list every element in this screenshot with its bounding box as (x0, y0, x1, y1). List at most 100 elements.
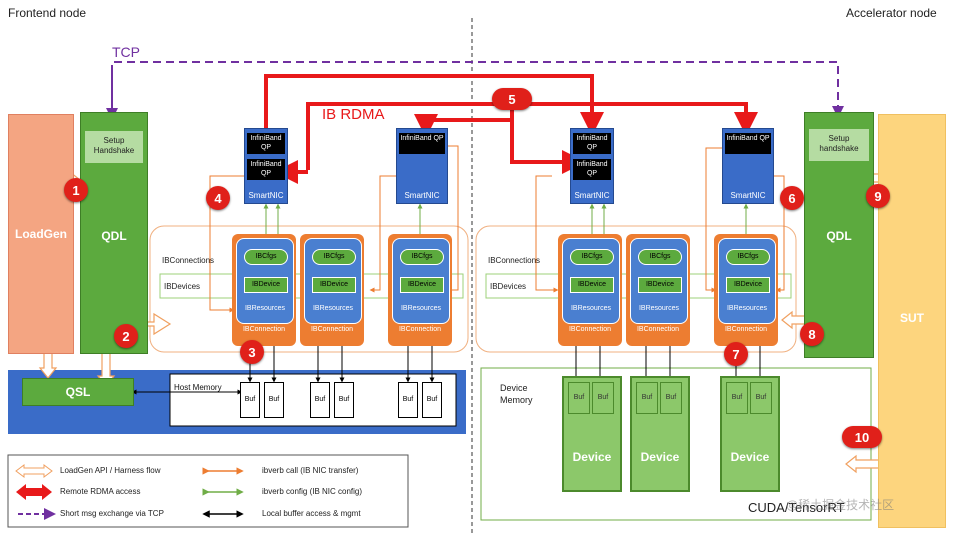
step-badge-8: 8 (800, 322, 824, 346)
step-badge-4: 4 (206, 186, 230, 210)
ibdevice: IBDevice (312, 277, 356, 293)
left-qp-1a: InfiniBand QP (247, 133, 285, 154)
tcp-path (111, 61, 844, 118)
ibverb-right-1 (535, 175, 559, 293)
left-smartnic-1-label: SmartNIC (248, 191, 284, 200)
device-label: Device (730, 450, 770, 464)
device-label: Device (572, 450, 612, 464)
ib-rdma-label: IB RDMA (322, 106, 385, 123)
right-smartnic-1: InfiniBand QP InfiniBand QP SmartNIC (570, 128, 614, 204)
device-label: Device (640, 450, 680, 464)
ibresources: IBResources (244, 305, 286, 312)
ibverb-right-3 (705, 147, 722, 293)
ibresources: IBResources (638, 305, 680, 312)
left-smartnic-2-label: SmartNIC (404, 191, 440, 200)
right-ibdevices-label: IBDevices (490, 282, 527, 291)
right-qdl-block: Setup handshake QDL (804, 112, 874, 358)
ibresources: IBResources (726, 305, 768, 312)
device-buf: Buf (592, 382, 614, 414)
right-ibconnections-frame (475, 225, 797, 353)
device-buf: Buf (726, 382, 748, 414)
legend-ibverb-call: ibverb call (IB NIC transfer) (262, 466, 359, 475)
ibcfgs: IBCfgs (400, 249, 444, 265)
device-buf: Buf (636, 382, 658, 414)
left-qdl-label: QDL (101, 229, 127, 243)
left-smartnic-2: InfiniBand QP SmartNIC (396, 128, 448, 204)
ibconnection-label: IBConnection (636, 326, 680, 333)
ibcfgs: IBCfgs (638, 249, 682, 265)
ibverb-right-2 (774, 175, 785, 293)
right-smartnic-2: InfiniBand QP SmartNIC (722, 128, 774, 204)
ibcfgs: IBCfgs (244, 249, 288, 265)
ibdevice: IBDevice (570, 277, 614, 293)
right-smartnic-2-label: SmartNIC (730, 191, 766, 200)
frontend-node-label: Frontend node (8, 6, 87, 20)
device-1: Buf Buf Device (562, 376, 622, 492)
step-badge-1: 1 (64, 178, 88, 202)
loadgen-label: LoadGen (14, 227, 67, 241)
ibcfgs: IBCfgs (312, 249, 356, 265)
ibconnection-label: IBConnection (398, 326, 442, 333)
ibresources: IBResources (312, 305, 354, 312)
ibconnection-label: IBConnection (310, 326, 354, 333)
cuda-tensorrt-label: CUDA/TensorRT (748, 500, 845, 515)
device-2: Buf Buf Device (630, 376, 690, 492)
device-3: Buf Buf Device (720, 376, 780, 492)
step-badge-5: 5 (492, 88, 532, 110)
legend-local-buffer: Local buffer access & mgmt (262, 509, 361, 518)
ibdevice: IBDevice (400, 277, 444, 293)
host-buf: Buf (240, 382, 260, 418)
ibconnection-label: IBConnection (568, 326, 612, 333)
ibverb-left-2 (443, 145, 459, 293)
right-setup-handshake: Setup handshake (809, 129, 869, 161)
left-smartnic-1: InfiniBand QP InfiniBand QP SmartNIC (244, 128, 288, 204)
rdma-path-a (264, 74, 604, 136)
step-badge-10: 10 (842, 426, 882, 448)
legend-short-msg: Short msg exchange via TCP (60, 509, 164, 518)
ibconnection-label: IBConnection (724, 326, 768, 333)
ibdevice: IBDevice (726, 277, 770, 293)
step-badge-7: 7 (724, 342, 748, 366)
rdma-path-d (510, 104, 586, 174)
qsl-block: QSL (22, 378, 134, 406)
step-badge-3: 3 (240, 340, 264, 364)
loadgen-block: LoadGen (8, 114, 74, 354)
step-badge-2: 2 (114, 324, 138, 348)
left-ibconnections-frame (149, 225, 469, 353)
ibdevice: IBDevice (244, 277, 288, 293)
right-qp-2: InfiniBand QP (725, 133, 771, 154)
host-buf: Buf (264, 382, 284, 418)
ibresources: IBResources (400, 305, 442, 312)
watermark: @稀土掘金技术社区 (786, 498, 895, 512)
legend-loadgen-api: LoadGen API / Harness flow (60, 466, 161, 475)
host-buf: Buf (310, 382, 330, 418)
left-ibconnections-label: IBConnections (162, 256, 215, 265)
step-badge-6: 6 (780, 186, 804, 210)
legend-ibverb-config: ibverb config (IB NIC config) (262, 487, 363, 496)
ibcfgs: IBCfgs (570, 249, 614, 265)
accelerator-node-label: Accelerator node (846, 6, 937, 20)
legend-remote-rdma: Remote RDMA access (60, 487, 141, 496)
device-buf: Buf (750, 382, 772, 414)
right-qdl-label: QDL (826, 229, 852, 243)
device-buf: Buf (660, 382, 682, 414)
device-memory-label: Device Memory (500, 383, 533, 405)
ibconnection-label: IBConnection (242, 326, 286, 333)
left-setup-handshake: Setup Handshake (85, 131, 143, 163)
tcp-label: TCP (112, 44, 140, 60)
ibdevice: IBDevice (638, 277, 682, 293)
host-buf: Buf (334, 382, 354, 418)
host-buf: Buf (422, 382, 442, 418)
ibcfgs: IBCfgs (726, 249, 770, 265)
host-memory-label: Host Memory (174, 383, 222, 392)
right-smartnic-1-label: SmartNIC (574, 191, 610, 200)
step-badge-9: 9 (866, 184, 890, 208)
host-buf: Buf (398, 382, 418, 418)
left-qp-2: InfiniBand QP (399, 133, 445, 154)
